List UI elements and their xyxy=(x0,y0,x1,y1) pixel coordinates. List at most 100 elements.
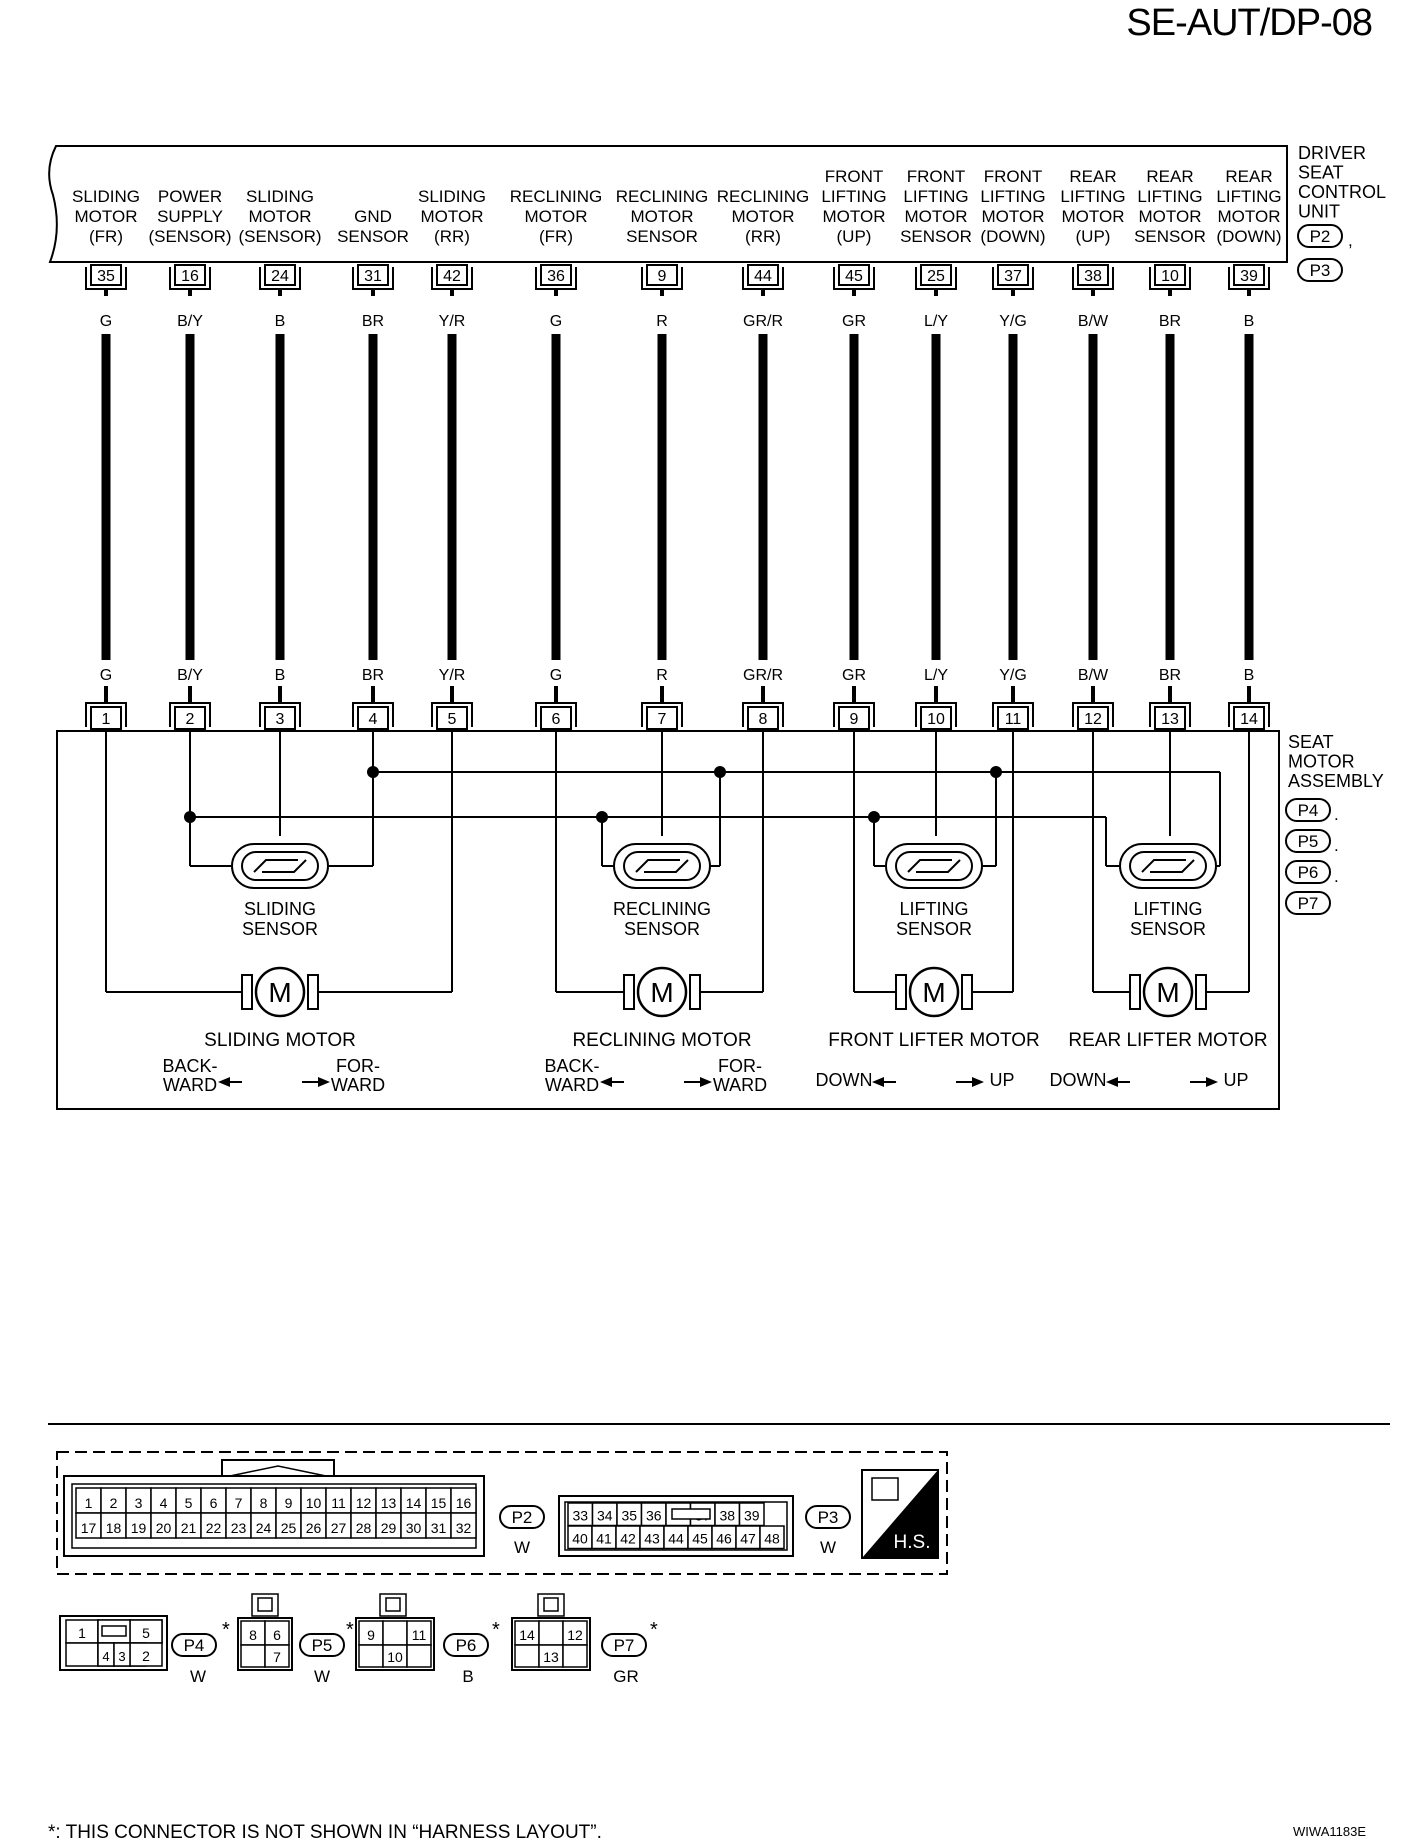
wire-color-label: B xyxy=(275,667,286,684)
circuit-label: FRONT xyxy=(907,167,966,186)
motor-assembly-label: MOTOR xyxy=(1288,752,1355,772)
sensor-symbol xyxy=(1119,843,1217,889)
p4-pin-number: 5 xyxy=(142,1625,150,1641)
motor-assembly-label: ASSEMBLY xyxy=(1288,771,1384,791)
wire-color-label: GR/R xyxy=(743,667,783,684)
p2-pin-number: 31 xyxy=(431,1520,447,1536)
p7-pin-number: 14 xyxy=(519,1627,535,1643)
p3-key xyxy=(671,1508,711,1520)
assy-pin-number: 5 xyxy=(448,711,457,728)
motor-brush xyxy=(1129,974,1141,1010)
p7-pin-number: 12 xyxy=(567,1627,583,1643)
p2-pin-number: 17 xyxy=(81,1520,97,1536)
unit-pin-number: 10 xyxy=(1161,268,1179,285)
sensor-symbol xyxy=(613,843,711,889)
unit-pin-box xyxy=(747,264,779,286)
unit-pin-box xyxy=(540,264,572,286)
p3-pin-number: 34 xyxy=(597,1508,613,1524)
p5-latch xyxy=(257,1597,273,1612)
unit-pin-box xyxy=(90,264,122,286)
circuit-label: REAR xyxy=(1146,167,1193,186)
circuit-label: MOTOR xyxy=(1218,207,1281,226)
unit-pin-number: 45 xyxy=(845,268,863,285)
p2-cell xyxy=(150,1512,177,1539)
direction-arrow xyxy=(872,1077,884,1087)
p7-latch xyxy=(543,1597,559,1612)
wire-color-label: R xyxy=(656,313,668,330)
connector-badge xyxy=(1297,258,1343,282)
sensor-symbol xyxy=(895,851,973,881)
p3-pin-number: 41 xyxy=(596,1531,612,1547)
circuit-label: SLIDING xyxy=(246,187,314,206)
wire-color-label: BR xyxy=(1159,667,1181,684)
circuit-label: LIFTING xyxy=(1137,187,1202,206)
connector-star: * xyxy=(492,1619,500,1641)
p5-pin-number: 6 xyxy=(273,1627,281,1643)
p2-cell xyxy=(400,1487,427,1514)
unit-pin-box xyxy=(920,264,952,286)
connector-badge xyxy=(443,1633,489,1657)
p3-pin-number: 47 xyxy=(740,1531,756,1547)
circuit-label: SLIDING xyxy=(72,187,140,206)
unit-pin-box xyxy=(838,264,870,286)
direction-label: UP xyxy=(1223,1070,1248,1090)
wire-color-label: R xyxy=(656,667,668,684)
unit-pin-number: 36 xyxy=(547,268,565,285)
circuit-label: POWER xyxy=(158,187,222,206)
p5-pin-number: 7 xyxy=(273,1649,281,1665)
connector-id: P6 xyxy=(1298,863,1319,882)
direction-label: FOR- xyxy=(336,1056,380,1076)
p2-cell xyxy=(450,1487,477,1514)
p2-pin-number: 29 xyxy=(381,1520,397,1536)
circuit-label: MOTOR xyxy=(249,207,312,226)
sensor-label: SENSOR xyxy=(624,919,700,939)
pin-bracket xyxy=(1149,702,1191,727)
p7-pin-number: 13 xyxy=(543,1649,559,1665)
p2-pin-number: 20 xyxy=(156,1520,172,1536)
wire-color-label: G xyxy=(100,313,112,330)
assy-pin-number: 11 xyxy=(1005,711,1022,728)
circuit-label: REAR xyxy=(1069,167,1116,186)
assy-pin-number: 4 xyxy=(369,711,378,728)
unit-pin-box xyxy=(1077,264,1109,286)
connector-id: P2 xyxy=(1310,227,1331,246)
assy-pin-number: 8 xyxy=(759,711,768,728)
connector-color: B xyxy=(462,1667,473,1686)
p5-cell xyxy=(240,1644,266,1668)
unit-pin-number: 24 xyxy=(271,268,289,285)
sensor-symbol xyxy=(1129,851,1207,881)
p2-pin-number: 21 xyxy=(181,1520,197,1536)
p6-pin-number: 11 xyxy=(412,1627,427,1643)
sensor-label: LIFTING xyxy=(899,899,968,919)
p2-pin-number: 19 xyxy=(131,1520,147,1536)
p3-pin-number: 43 xyxy=(644,1531,660,1547)
p2-pin-number: 6 xyxy=(210,1495,218,1511)
sensor-symbol xyxy=(635,859,689,873)
p2-latch xyxy=(221,1459,335,1476)
circuit-label: (RR) xyxy=(434,227,470,246)
circuit-label: RECLINING xyxy=(717,187,810,206)
unit-pin-box xyxy=(174,264,206,286)
direction-label: BACK- xyxy=(544,1056,599,1076)
p2-cell xyxy=(275,1512,302,1539)
sensor-symbol xyxy=(253,859,307,873)
wire-color-label: B/W xyxy=(1078,667,1109,684)
connector-id: P2 xyxy=(512,1508,533,1527)
circuit-label: SENSOR xyxy=(900,227,972,246)
p6-cell xyxy=(382,1620,408,1646)
unit-pin-box xyxy=(997,264,1029,286)
p5-cell xyxy=(264,1644,290,1668)
circuit-label: RECLINING xyxy=(616,187,709,206)
control-unit-box xyxy=(48,145,1288,263)
circuit-label: LIFTING xyxy=(821,187,886,206)
p2-cell xyxy=(125,1512,152,1539)
connector-id: P3 xyxy=(1310,261,1331,280)
circuit-label: MOTOR xyxy=(823,207,886,226)
wire-color-label: L/Y xyxy=(924,313,948,330)
p2-pin-number: 7 xyxy=(235,1495,243,1511)
sensor-label: SENSOR xyxy=(242,919,318,939)
wire-color-label: BR xyxy=(362,667,384,684)
assy-pin-number: 2 xyxy=(186,711,195,728)
p7-cell xyxy=(562,1620,588,1646)
p2-pin-number: 8 xyxy=(260,1495,268,1511)
